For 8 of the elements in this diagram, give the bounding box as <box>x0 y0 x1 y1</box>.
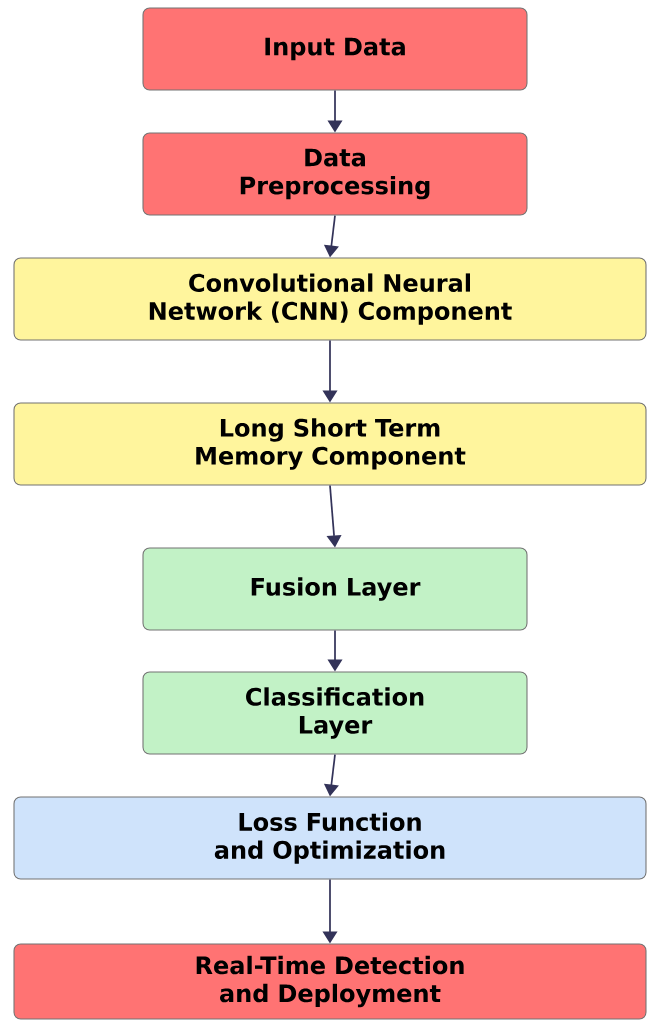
process-box: Data Preprocessing <box>142 132 528 216</box>
process-box: Loss Function and Optimization <box>13 796 647 880</box>
process-box: Classification Layer <box>142 671 528 755</box>
process-box: Convolutional Neural Network (CNN) Component <box>13 257 647 341</box>
process-box: Input Data <box>142 7 528 91</box>
process-box: Fusion Layer <box>142 547 528 631</box>
process-box: Real-Time Detection and Deployment <box>13 943 647 1020</box>
process-box: Long Short Term Memory Component <box>13 402 647 486</box>
